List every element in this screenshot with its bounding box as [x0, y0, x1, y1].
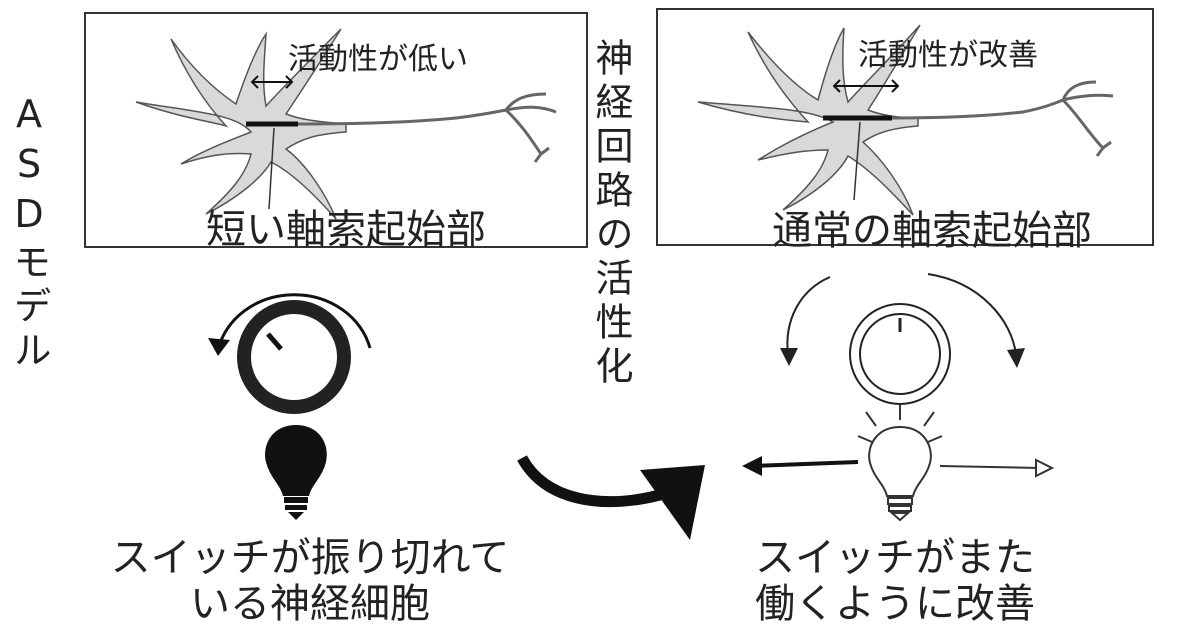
axon-terminal: [504, 92, 557, 163]
neuron-diagram-left: [135, 28, 557, 220]
left-caption-line1: スイッチが振り切れて: [110, 535, 510, 581]
asd-model-label: ASDモデル: [7, 92, 51, 374]
circuit-activation-label: 神経回路の活性化: [589, 38, 633, 390]
length-arrow: [832, 79, 900, 93]
lit-bulb-icon: [857, 404, 943, 522]
left-caption: スイッチが振り切れて いる神経細胞: [40, 535, 580, 627]
transition-arrow: [517, 455, 705, 540]
activity-low-label: 活動性が低い: [288, 42, 468, 77]
short-ais-label: 短い軸索起始部: [206, 207, 486, 253]
ais-pointer: [268, 127, 275, 210]
neuron-body: [135, 28, 347, 220]
activity-improved-label: 活動性が改善: [858, 38, 1038, 73]
neuron-body: [697, 24, 921, 216]
ais-pointer: [853, 121, 861, 201]
working-dial-icon: [780, 273, 1025, 405]
panel-normal-ais: 活動性が改善 通常の軸索起始部: [656, 8, 1154, 254]
unlit-bulb-icon: [265, 425, 327, 520]
axon-terminal: [1061, 80, 1114, 157]
stuck-dial-icon: [208, 293, 372, 414]
axon: [891, 98, 1064, 120]
right-caption-line1: スイッチがまた: [755, 535, 1035, 581]
axon: [297, 108, 507, 126]
normal-ais-label: 通常の軸索起始部: [772, 208, 1092, 254]
spread-arrows: [742, 456, 1055, 478]
panel-short-ais: 活動性が低い 短い軸索起始部: [84, 12, 588, 253]
right-caption-line2: 働くように改善: [755, 581, 1035, 627]
right-caption: スイッチがまた 働くように改善: [735, 535, 1055, 627]
length-arrow: [250, 75, 294, 89]
neuron-diagram-right: [697, 24, 1114, 216]
left-caption-line2: いる神経細胞: [190, 581, 430, 627]
